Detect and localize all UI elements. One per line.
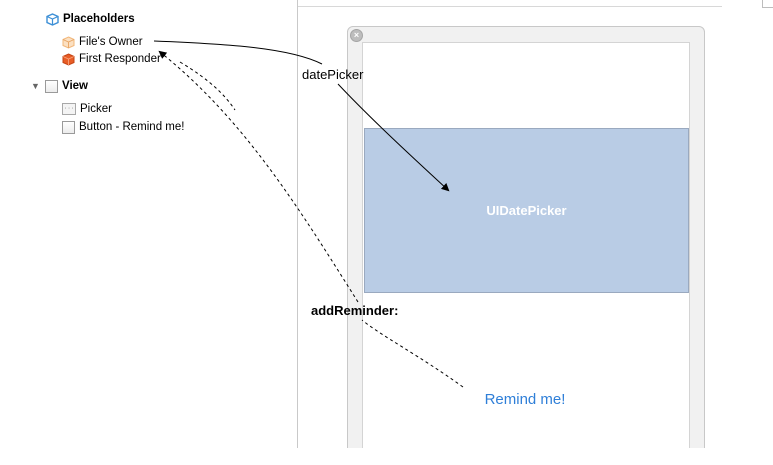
action-label: addReminder: bbox=[311, 303, 399, 318]
outline-view[interactable]: ▼ View bbox=[31, 79, 88, 93]
date-picker-placeholder[interactable]: UIDatePicker bbox=[364, 128, 689, 293]
view-icon bbox=[45, 79, 58, 93]
outlet-arrow-line bbox=[337, 83, 450, 192]
action-dashed-branch bbox=[179, 61, 236, 111]
first-responder-cube-icon bbox=[62, 52, 75, 66]
outline-picker[interactable]: ··· Picker bbox=[62, 102, 112, 116]
picker-label: Picker bbox=[80, 103, 112, 115]
document-outline bbox=[0, 0, 297, 448]
outline-first-responder[interactable]: First Responder bbox=[62, 52, 161, 66]
view-label: View bbox=[62, 80, 88, 92]
outline-placeholders[interactable]: Placeholders bbox=[46, 12, 135, 26]
close-icon[interactable]: × bbox=[350, 29, 363, 42]
action-dashed-line-lower bbox=[361, 319, 464, 388]
pane-divider[interactable] bbox=[297, 0, 298, 448]
files-owner-cube-icon bbox=[62, 35, 75, 49]
placeholders-label: Placeholders bbox=[63, 13, 135, 25]
remind-me-button[interactable]: Remind me! bbox=[484, 390, 566, 408]
button-icon bbox=[62, 120, 75, 134]
outline-files-owner[interactable]: File's Owner bbox=[62, 35, 143, 49]
files-owner-label: File's Owner bbox=[79, 36, 143, 48]
footer bbox=[0, 448, 773, 465]
cube-outline-icon bbox=[46, 12, 59, 26]
button-label: Button - Remind me! bbox=[79, 121, 185, 133]
outlet-connection-line bbox=[153, 40, 323, 65]
outline-button[interactable]: Button - Remind me! bbox=[62, 120, 184, 134]
outlet-label: datePicker bbox=[302, 67, 364, 82]
date-picker-label: UIDatePicker bbox=[486, 203, 567, 218]
action-dashed-line-upper bbox=[158, 50, 359, 303]
disclosure-triangle-icon[interactable]: ▼ bbox=[31, 81, 40, 91]
corner-mark bbox=[762, 0, 773, 8]
picker-icon: ··· bbox=[62, 103, 76, 115]
top-rule bbox=[298, 6, 722, 7]
first-responder-label: First Responder bbox=[79, 53, 161, 65]
